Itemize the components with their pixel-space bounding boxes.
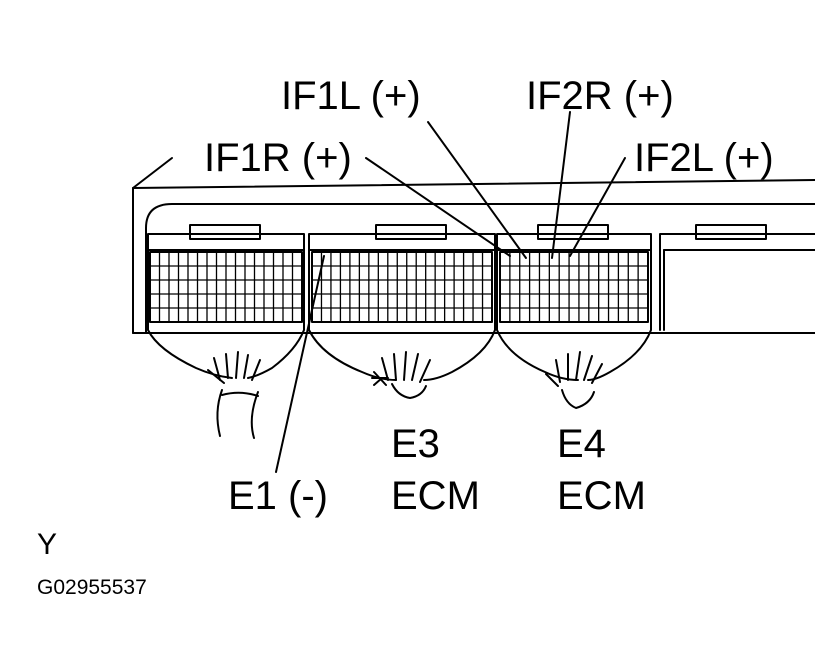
pin-grid-e1 [149, 251, 303, 323]
label-if1l: IF1L (+) [281, 74, 421, 118]
pin-grid-e4 [499, 251, 649, 323]
connector-e3 [308, 224, 496, 399]
pin-grid-e3 [311, 251, 493, 323]
label-e3-name: ECM [391, 474, 480, 518]
leader-lines [275, 111, 626, 473]
ecm-housing [132, 157, 815, 334]
label-if2r: IF2R (+) [526, 74, 674, 118]
label-e4-name: ECM [557, 474, 646, 518]
figure-id: G02955537 [37, 576, 147, 599]
label-e3-code: E3 [391, 422, 440, 466]
connector-e1 [147, 224, 305, 439]
connector-e4 [496, 224, 652, 409]
connector-stub [659, 224, 815, 331]
corner-mark: Y [37, 528, 58, 561]
label-if1r: IF1R (+) [204, 136, 352, 180]
label-if2l: IF2L (+) [634, 136, 774, 180]
label-e1: E1 (-) [228, 474, 328, 518]
label-e4-code: E4 [557, 422, 606, 466]
